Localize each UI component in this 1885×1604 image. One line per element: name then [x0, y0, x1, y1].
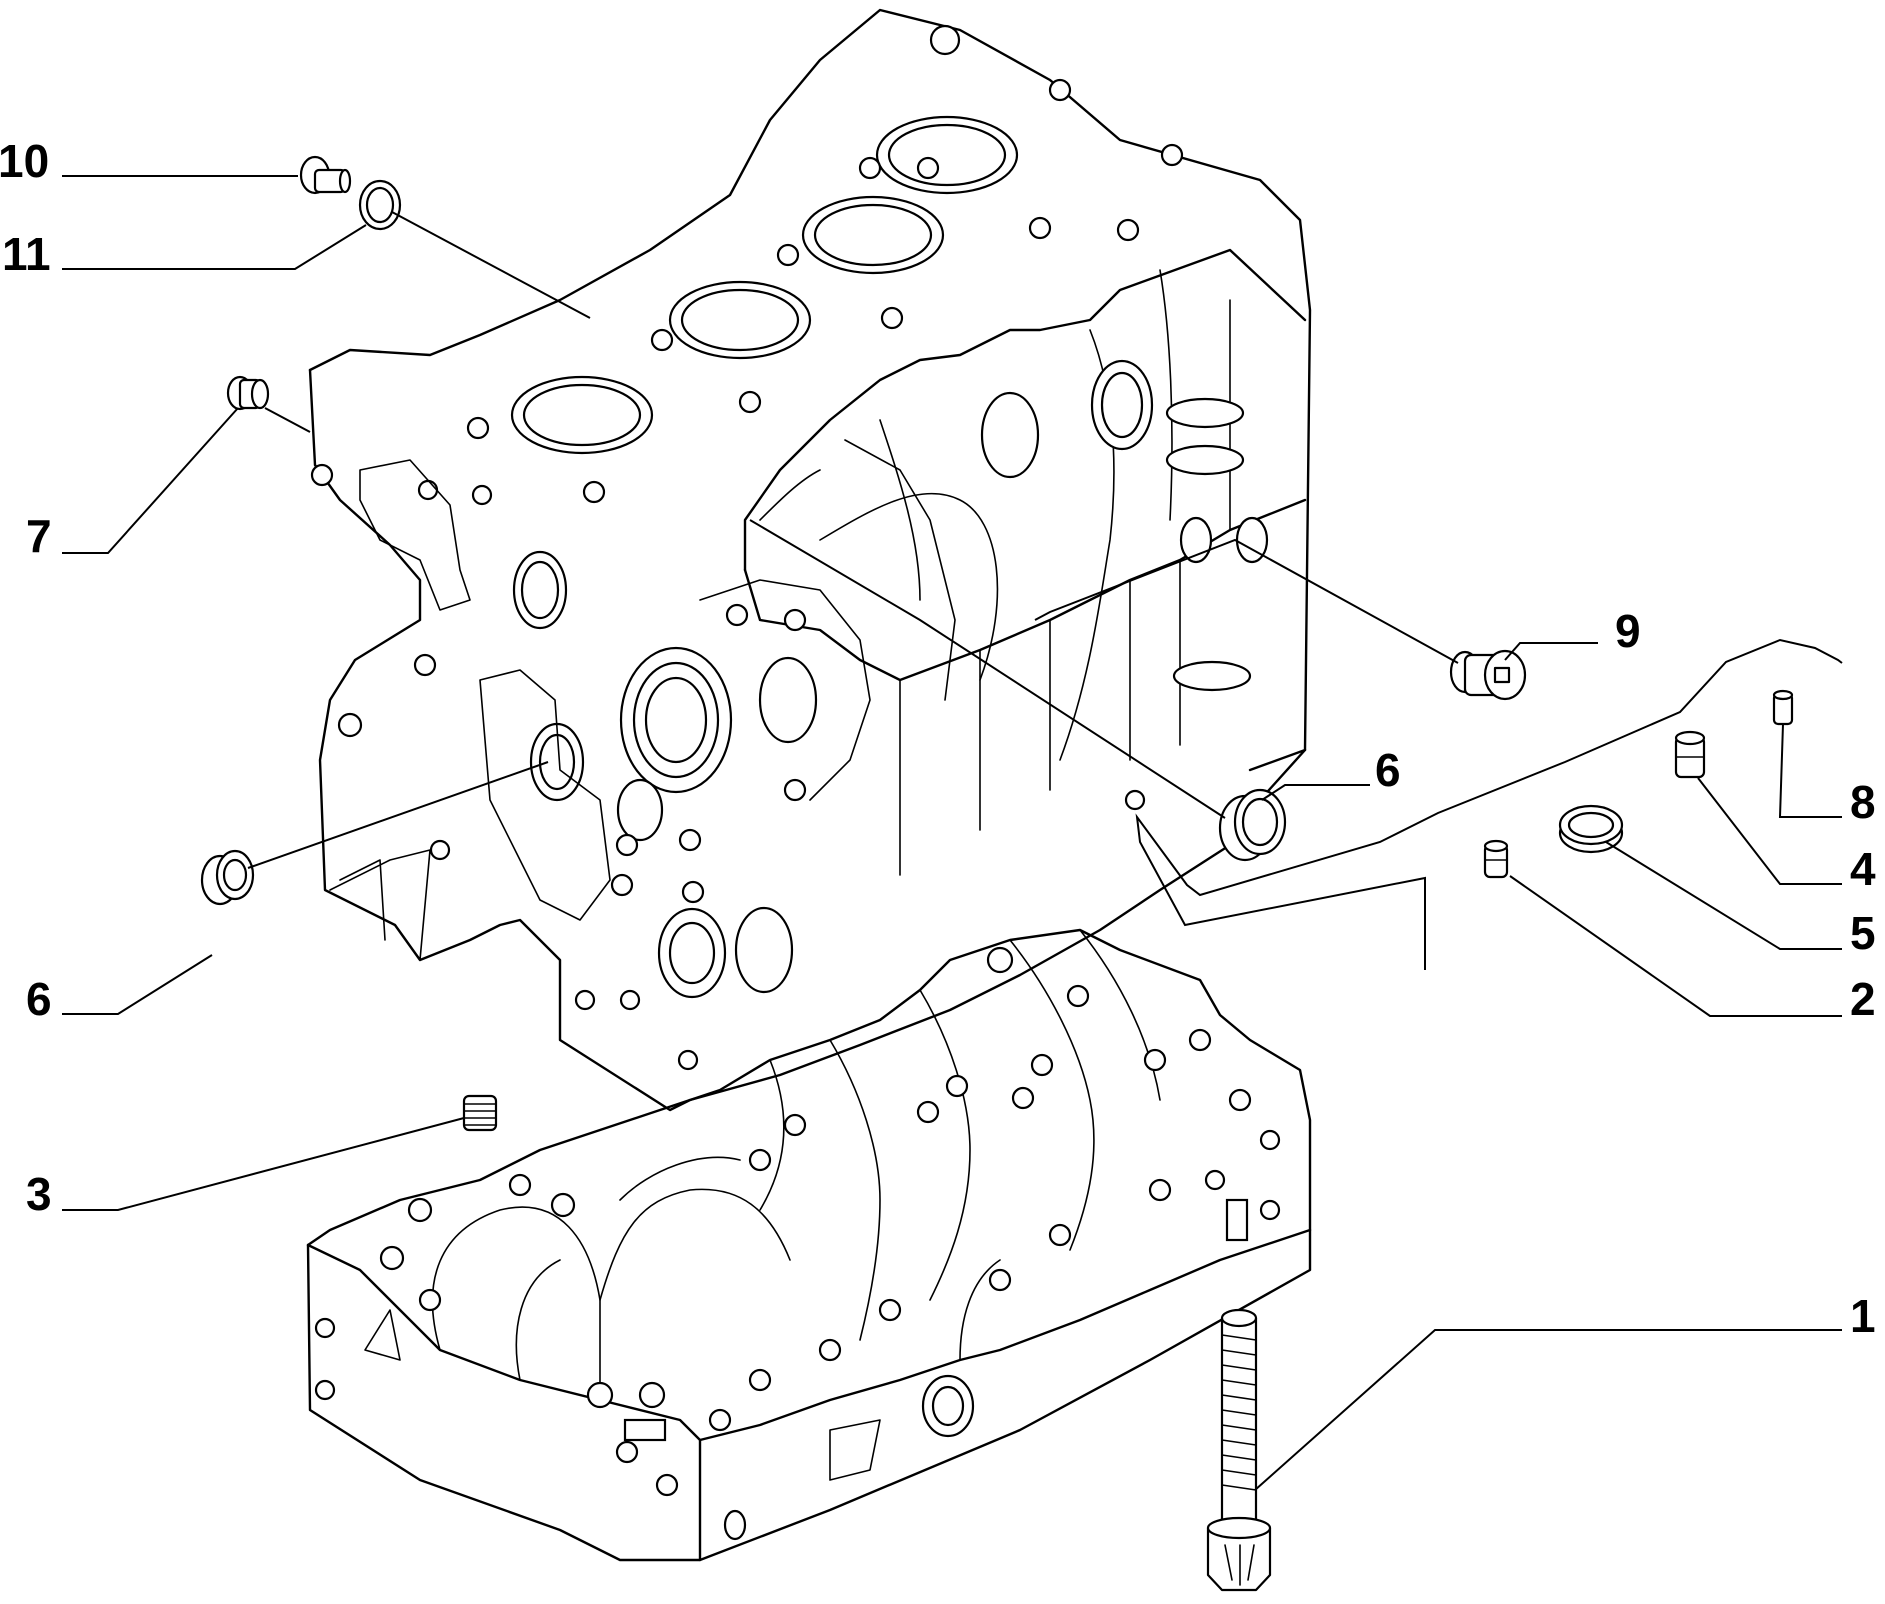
callout-labels: 10 11 7 9 6 8 4 5 2 6 3 1 — [0, 135, 1876, 1342]
plug-7[interactable] — [226, 375, 270, 411]
callout-2: 2 — [1850, 973, 1876, 1025]
callout-8: 8 — [1850, 776, 1876, 828]
leader-lines — [62, 175, 1843, 1491]
callout-4: 4 — [1850, 843, 1876, 895]
washer-11[interactable] — [358, 179, 402, 231]
callout-3: 3 — [26, 1168, 52, 1220]
callout-7: 7 — [26, 510, 52, 562]
callout-9: 9 — [1615, 605, 1641, 657]
seal-6-left[interactable] — [200, 849, 255, 906]
bolt-1[interactable] — [1206, 1308, 1272, 1592]
cylinder-block — [308, 8, 1312, 1112]
callout-5: 5 — [1850, 907, 1876, 959]
plug-9[interactable] — [1449, 649, 1527, 701]
callout-10: 10 — [0, 135, 49, 187]
crankcase-lower-half — [306, 928, 1312, 1562]
callout-1: 1 — [1850, 1290, 1876, 1342]
callout-6-right: 6 — [1375, 744, 1401, 796]
grub-screw-3[interactable] — [462, 1094, 498, 1132]
callout-11: 11 — [2, 228, 51, 280]
dowel-8[interactable] — [1772, 689, 1794, 726]
seal-6-right[interactable] — [1218, 788, 1287, 862]
callout-6-left: 6 — [26, 973, 52, 1025]
plug-10[interactable] — [299, 155, 352, 195]
dowel-2[interactable] — [1483, 839, 1509, 879]
dowel-4[interactable] — [1674, 730, 1706, 779]
